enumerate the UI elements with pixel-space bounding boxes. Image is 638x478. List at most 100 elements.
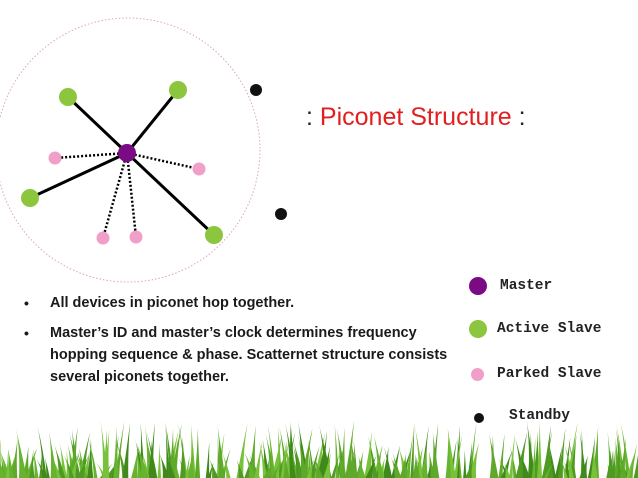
grass-blade bbox=[489, 434, 496, 478]
grass-blade bbox=[136, 441, 149, 478]
grass-blade bbox=[157, 443, 162, 478]
grass-blade bbox=[509, 445, 517, 478]
node-parked-1 bbox=[48, 151, 62, 165]
grass-blade bbox=[382, 446, 390, 478]
title-suffix: : bbox=[511, 103, 526, 131]
legend-marker-standby bbox=[474, 413, 484, 423]
diagram-nodes bbox=[21, 81, 287, 245]
grass-blade bbox=[293, 440, 304, 478]
grass-blade bbox=[82, 450, 90, 478]
grass-blade bbox=[37, 425, 47, 478]
link-master-parked-2 bbox=[126, 151, 200, 171]
legend-item-active-slave: Active Slave bbox=[466, 316, 638, 342]
legend-label-parked-slave: Parked Slave bbox=[497, 366, 602, 382]
diagram-links bbox=[29, 89, 216, 239]
grass-blade bbox=[306, 459, 314, 478]
grass-blade bbox=[122, 422, 131, 478]
grass-blade bbox=[391, 457, 398, 478]
grass-blade bbox=[468, 442, 480, 478]
grass-blade bbox=[377, 457, 385, 478]
grass-blade bbox=[25, 448, 37, 478]
grass-blade bbox=[563, 443, 574, 478]
grass-blade bbox=[542, 424, 551, 478]
link-master-active-4 bbox=[125, 151, 216, 237]
grass-blade bbox=[165, 421, 170, 478]
grass-blade bbox=[36, 459, 47, 478]
grass-blade bbox=[520, 453, 531, 478]
grass-blade bbox=[102, 430, 110, 478]
grass-blade bbox=[504, 462, 511, 478]
grass-blade bbox=[414, 425, 424, 478]
node-master bbox=[118, 144, 136, 162]
grass-blade bbox=[0, 453, 6, 478]
grass-blade bbox=[468, 423, 477, 478]
link-master-active-2 bbox=[125, 89, 180, 154]
bullet-marker: • bbox=[24, 325, 29, 341]
grass-blade bbox=[331, 454, 340, 478]
grass-blade bbox=[515, 431, 528, 478]
grass-blade bbox=[217, 425, 226, 478]
grass-blade bbox=[29, 452, 35, 478]
node-standby-1 bbox=[250, 84, 262, 96]
grass-blade bbox=[77, 456, 89, 478]
bullet-item: • All devices in piconet hop together. bbox=[20, 292, 475, 314]
grass-blade bbox=[236, 460, 245, 478]
slide-title: : Piconet Structure : bbox=[306, 103, 526, 132]
grass-blade bbox=[279, 425, 290, 478]
grass-blade bbox=[136, 448, 142, 478]
grass-blade bbox=[194, 428, 201, 478]
legend-item-standby: Standby bbox=[466, 406, 638, 432]
grass-blade bbox=[619, 436, 627, 478]
grass-blade bbox=[350, 441, 358, 478]
grass-blade bbox=[464, 459, 474, 478]
grass-blade bbox=[285, 423, 297, 478]
link-master-active-1 bbox=[66, 95, 129, 155]
grass-blade bbox=[254, 440, 263, 478]
grass-blade bbox=[280, 439, 288, 478]
link-master-parked-3 bbox=[101, 152, 129, 239]
legend-marker-parked-slave bbox=[471, 368, 484, 381]
grass-blade bbox=[236, 423, 248, 478]
grass-blade bbox=[301, 427, 313, 478]
legend-marker-active-slave bbox=[469, 320, 487, 338]
grass-blade bbox=[463, 449, 467, 478]
legend-label-standby: Standby bbox=[509, 408, 570, 424]
grass-blade bbox=[420, 442, 428, 478]
grass-blade bbox=[267, 423, 276, 478]
node-active-4 bbox=[205, 226, 223, 244]
grass-blade bbox=[606, 449, 613, 478]
grass-blade bbox=[412, 454, 421, 478]
grass-blade bbox=[426, 463, 431, 478]
grass-blade bbox=[147, 440, 155, 478]
grass-blade bbox=[592, 426, 599, 478]
grass-blade bbox=[531, 437, 536, 478]
piconet-boundary bbox=[0, 17, 261, 283]
grass-blade bbox=[248, 425, 256, 478]
grass-blade bbox=[70, 450, 80, 478]
grass-blade bbox=[340, 426, 345, 478]
grass-blade bbox=[5, 449, 10, 478]
node-parked-4 bbox=[129, 230, 143, 244]
grass-blade bbox=[146, 430, 157, 478]
grass-blade bbox=[179, 436, 186, 478]
grass-blade bbox=[454, 425, 461, 478]
grass-blade bbox=[498, 433, 505, 478]
bullet-text: Master’s ID and master’s clock determine… bbox=[50, 325, 448, 385]
grass-blade bbox=[271, 461, 282, 478]
grass-blade bbox=[314, 458, 324, 478]
grass-blade bbox=[63, 455, 75, 478]
grass-blade bbox=[79, 447, 87, 478]
title-prefix: : bbox=[306, 103, 320, 131]
grass-blade bbox=[345, 420, 355, 478]
grass-blade bbox=[563, 437, 571, 478]
grass-blade bbox=[185, 454, 190, 478]
bullet-item: • Master’s ID and master’s clock determi… bbox=[20, 322, 475, 388]
grass-blade bbox=[383, 447, 393, 478]
grass-blade bbox=[544, 462, 554, 478]
legend-item-parked-slave: Parked Slave bbox=[466, 362, 638, 388]
legend-label-master: Master bbox=[500, 278, 553, 294]
legend-item-master: Master bbox=[466, 272, 638, 298]
grass-blade bbox=[48, 431, 58, 478]
link-master-parked-1 bbox=[54, 151, 128, 160]
